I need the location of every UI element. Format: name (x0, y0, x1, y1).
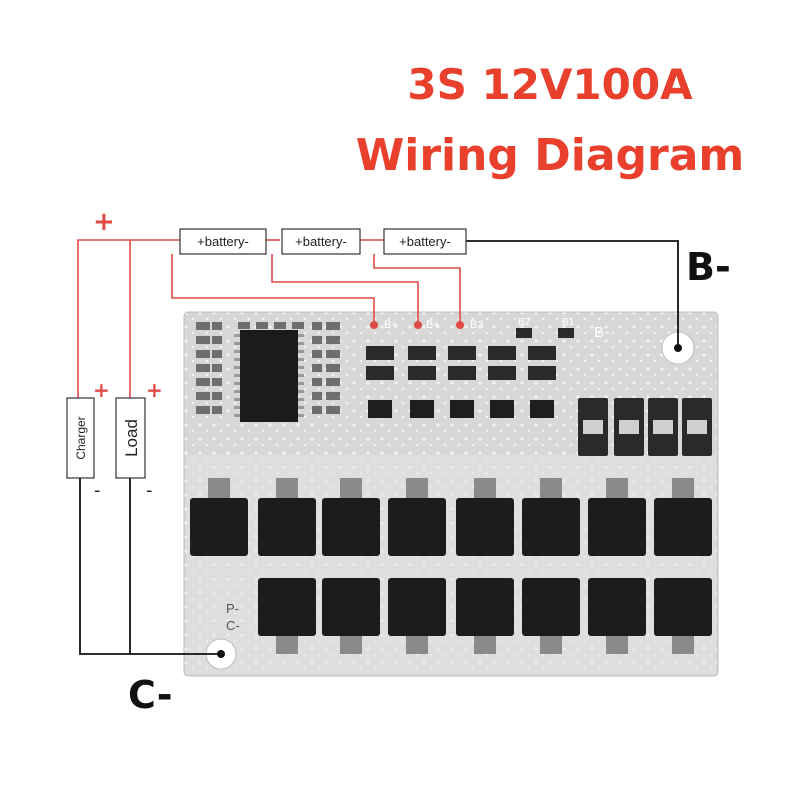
wire-charger-minus (79, 478, 221, 655)
charger-label: Charger (74, 416, 88, 459)
pad-label-b-minus: B- (594, 324, 609, 341)
red-wires (77, 239, 461, 398)
wire-b-minus (466, 240, 679, 348)
ic-pins (234, 334, 304, 417)
control-ic (240, 330, 298, 422)
c-minus-label: C- (128, 673, 173, 717)
title-line-2: Wiring Diagram (355, 130, 745, 181)
pad-label-b3: B3 (470, 319, 483, 331)
passive-components-left (196, 322, 340, 414)
black-wires (79, 240, 679, 655)
b-minus-label: B- (686, 245, 731, 289)
mosfet-row-top-tabs (208, 478, 694, 498)
pad-b1-component (558, 328, 574, 338)
pad-label-b-plus-2: B+ (426, 319, 440, 331)
pad-label-b1: B1 (562, 317, 575, 328)
c-minus-solder (217, 650, 225, 658)
pad-label-c-minus: C- (226, 618, 240, 633)
wire-b3 (373, 254, 461, 324)
wire-b-plus-2 (271, 254, 419, 324)
battery-2-label: +battery- (295, 234, 347, 249)
pad-label-b-plus-1: B+ (384, 319, 398, 331)
balance-transistors (366, 346, 556, 418)
pad-b2-component (516, 328, 532, 338)
pad-label-p-minus: P- (226, 601, 239, 616)
mosfet-row-bottom-tabs (276, 636, 694, 654)
board-power-area (186, 455, 716, 674)
load-box: Load (115, 397, 146, 479)
battery-2: +battery- (281, 228, 361, 255)
charger-box: Charger (66, 397, 95, 479)
mosfet-row-bottom (258, 578, 712, 636)
title-line-1: 3S 12V100A (407, 60, 693, 109)
battery-3: +battery- (383, 228, 467, 255)
wire-b-plus-1 (171, 254, 375, 324)
load-plus-marker: + (146, 378, 163, 402)
wire-charger-plus (77, 239, 180, 398)
top-plus-marker: + (93, 207, 115, 237)
shunt-resistors (578, 398, 712, 456)
b-minus-solder (674, 344, 682, 352)
load-label: Load (122, 419, 141, 457)
charger-plus-marker: + (93, 378, 110, 402)
battery-3-label: +battery- (399, 234, 451, 249)
pad-label-b2: B2 (518, 317, 531, 328)
charger-minus-marker: - (94, 480, 101, 501)
battery-1-label: +battery- (197, 234, 249, 249)
battery-1: +battery- (179, 228, 267, 255)
solder-points (370, 321, 464, 329)
load-minus-marker: - (146, 480, 153, 501)
mosfet-row-top (190, 498, 712, 556)
pcb-board: B+ B+ B3 B2 B1 B- P- C- (183, 311, 719, 677)
